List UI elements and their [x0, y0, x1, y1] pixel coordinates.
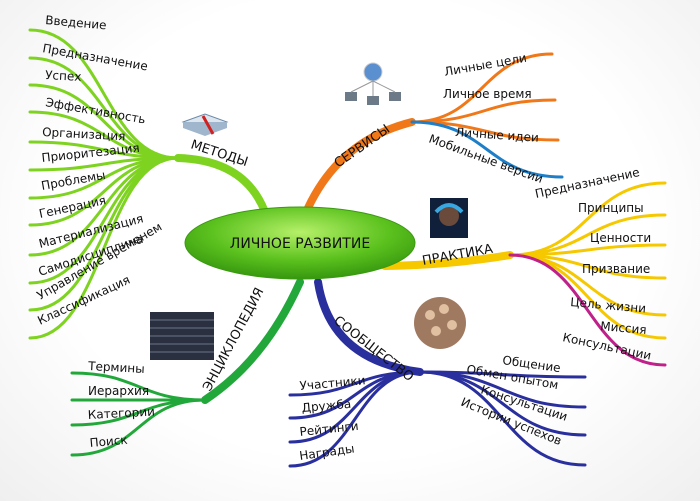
- encyclopedia-leaf[interactable]: Иерархия: [88, 384, 149, 398]
- methods-leaf[interactable]: Проблемы: [40, 168, 106, 193]
- services-leaf[interactable]: Личные цели: [443, 51, 528, 79]
- practice-leaf[interactable]: Цель жизни: [570, 295, 647, 316]
- central-node-label: ЛИЧНОЕ РАЗВИТИЕ: [230, 236, 370, 252]
- services-branch-label[interactable]: СЕРВИСЫ: [332, 122, 393, 171]
- community-leaf[interactable]: Награды: [298, 441, 355, 463]
- methods-leaf[interactable]: Организация: [42, 125, 126, 143]
- practice-trunk: [381, 251, 514, 270]
- methods-leaf[interactable]: Эффективность: [44, 95, 146, 126]
- methods-trunk: [174, 154, 269, 216]
- books-icon: [150, 312, 214, 360]
- practice-leaf[interactable]: Ценности: [590, 231, 651, 245]
- encyclopedia-trunk: [201, 278, 304, 404]
- practice-leaf[interactable]: Призвание: [582, 262, 650, 276]
- community-leaf[interactable]: Участники: [299, 373, 366, 393]
- methods-leaf[interactable]: Успех: [45, 68, 82, 84]
- methods-leaf-line: [28, 156, 180, 340]
- practice-leaf-line: [508, 253, 667, 367]
- central-node[interactable]: ЛИЧНОЕ РАЗВИТИЕ: [184, 206, 416, 280]
- book-icon: [181, 113, 229, 136]
- practice-leaf[interactable]: Предназначение: [534, 165, 641, 201]
- encyclopedia-leaf[interactable]: Категории: [87, 405, 155, 422]
- services-leaf-line: [410, 120, 564, 179]
- practice-leaf-line: [508, 243, 667, 257]
- encyclopedia-leaf[interactable]: Термины: [87, 359, 145, 376]
- services-leaf-line: [410, 98, 557, 124]
- services-leaf[interactable]: Личные идеи: [455, 125, 539, 145]
- person-icon: [430, 198, 468, 238]
- community-leaf[interactable]: Дружба: [301, 397, 352, 415]
- methods-leaf[interactable]: Введение: [45, 13, 107, 32]
- practice-leaf[interactable]: Принципы: [578, 201, 644, 215]
- services-leaf-line: [410, 52, 554, 124]
- encyclopedia-leaf-line: [70, 398, 207, 457]
- community-leaf-line: [288, 370, 422, 468]
- crowd-icon: [414, 297, 466, 349]
- practice-leaf[interactable]: Миссия: [600, 319, 647, 337]
- community-leaf-line: [418, 370, 587, 467]
- encyclopedia-leaf[interactable]: Поиск: [89, 433, 128, 450]
- community-branch-label[interactable]: СООБЩЕСТВО: [331, 313, 417, 385]
- services-trunk: [304, 118, 416, 212]
- community-leaf[interactable]: Рейтинги: [299, 419, 359, 439]
- network-icon: [345, 62, 401, 105]
- community-trunk: [314, 278, 424, 376]
- services-leaf[interactable]: Личное время: [443, 87, 532, 101]
